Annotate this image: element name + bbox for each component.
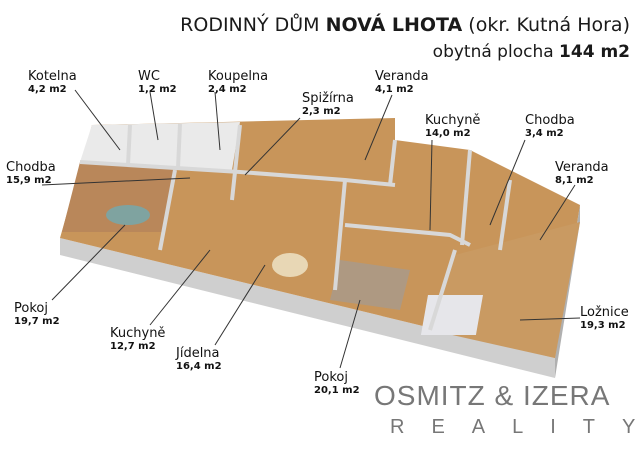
front-wall xyxy=(60,238,555,378)
room-name: Spižírna xyxy=(302,91,354,106)
room-area: 4,1 m2 xyxy=(375,84,414,95)
title-name: NOVÁ LHOTA xyxy=(325,14,463,36)
bathroom-area xyxy=(80,122,240,170)
room-name: Ložnice xyxy=(580,305,629,320)
room-area: 2,3 m2 xyxy=(302,106,341,117)
room-area: 12,7 m2 xyxy=(110,341,156,352)
logo-name: OSMITZ & IZERA xyxy=(374,380,611,411)
room-area: 19,7 m2 xyxy=(14,316,60,327)
room-name: Veranda xyxy=(375,69,429,84)
room-name: Pokoj xyxy=(314,370,348,385)
room-area: 15,9 m2 xyxy=(6,175,52,186)
area-value: 144 m2 xyxy=(559,42,630,62)
room-area: 1,2 m2 xyxy=(138,84,177,95)
page-title: RODINNÝ DŮM NOVÁ LHOTA (okr. Kutná Hora) xyxy=(180,14,630,36)
room-name: Pokoj xyxy=(14,301,48,316)
room-name: WC xyxy=(138,69,160,84)
room-area: 2,4 m2 xyxy=(208,84,247,95)
room-name: Kuchyně xyxy=(110,326,166,341)
title-prefix: RODINNÝ DŮM xyxy=(180,14,320,36)
room-area: 3,4 m2 xyxy=(525,128,564,139)
rug xyxy=(106,205,150,225)
logo-subtitle: REALITY xyxy=(390,416,640,438)
room-name: Kotelna xyxy=(28,69,77,84)
dining-table xyxy=(272,253,308,277)
area-label: obytná plocha xyxy=(432,42,554,62)
living-rug xyxy=(330,260,410,310)
room-area: 19,3 m2 xyxy=(580,320,626,331)
room-area: 16,4 m2 xyxy=(176,361,222,372)
room-name: Veranda xyxy=(555,160,609,175)
room-area: 20,1 m2 xyxy=(314,385,360,396)
room-name: Koupelna xyxy=(208,69,269,84)
room-area: 14,0 m2 xyxy=(425,128,471,139)
room-name: Jídelna xyxy=(176,346,220,361)
room-area: 8,1 m2 xyxy=(555,175,594,186)
internal-walls xyxy=(79,123,512,331)
room-area: 4,2 m2 xyxy=(28,84,67,95)
room-name: Chodba xyxy=(525,113,575,128)
leader-lines xyxy=(41,89,581,369)
title-suffix: (okr. Kutná Hora) xyxy=(468,14,630,36)
room-name: Kuchyně xyxy=(425,113,481,128)
living-area: obytná plocha 144 m2 xyxy=(433,42,630,62)
room-name: Chodba xyxy=(6,160,56,175)
